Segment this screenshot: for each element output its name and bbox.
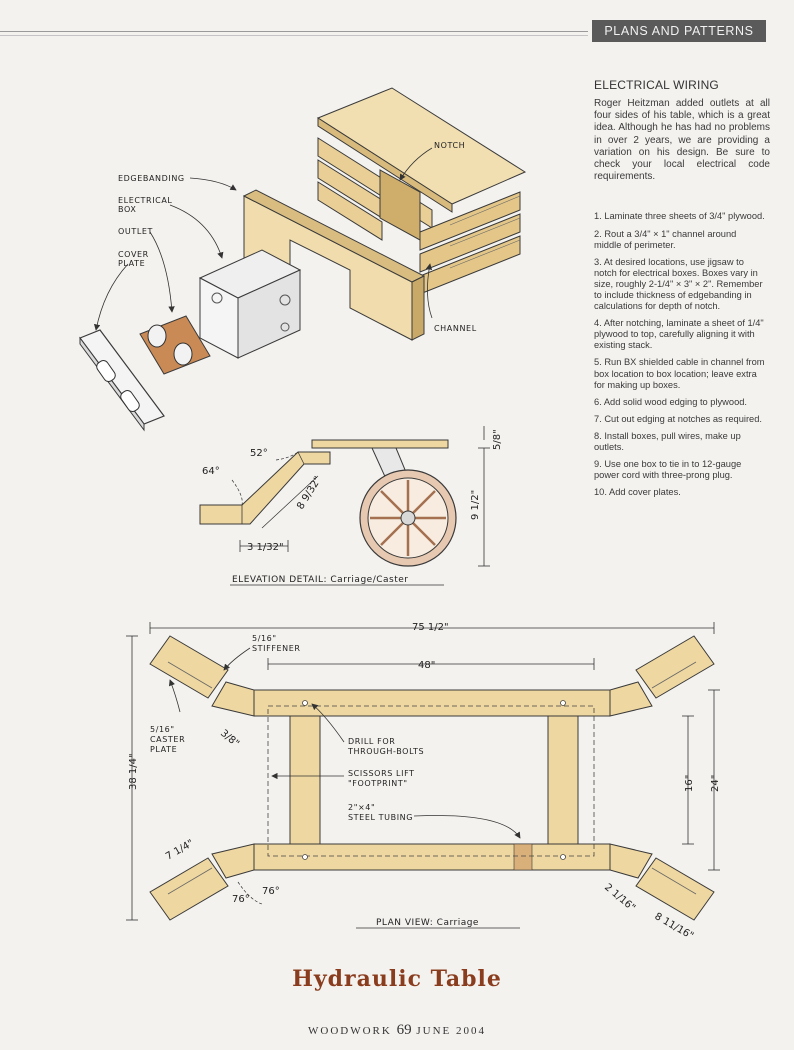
label-caster-plate: CASTER [150, 735, 185, 744]
step-item: 1. Laminate three sheets of 3/4" plywood… [594, 211, 765, 222]
bolt-holes [302, 700, 566, 860]
label-electrical-box: BOX [118, 205, 136, 214]
label-stiffener: 5/16" [252, 634, 277, 643]
elevation-caption: ELEVATION DETAIL: Carriage/Caster [232, 575, 408, 585]
dim-height: 9 1/2" [470, 490, 481, 520]
laminated-top [316, 87, 527, 295]
dim-top-plate: 5/8" [492, 429, 503, 450]
label-scissors-footprint: SCISSORS LIFT [348, 769, 415, 778]
page-title: Hydraulic Table [292, 966, 502, 992]
step-item: 7. Cut out edging at notches as required… [594, 413, 762, 424]
header-rule-secondary [0, 35, 588, 36]
sidebar-title: ELECTRICAL WIRING [594, 78, 719, 92]
caster-plate [149, 857, 229, 921]
page-footer: WOODWORK 69 JUNE 2004 [0, 1022, 794, 1039]
label-edgebanding: EDGEBANDING [118, 174, 185, 183]
steps-list: 1. Laminate three sheets of 3/4" plywood… [594, 211, 770, 498]
dim-bottom: 3 1/32" [247, 542, 284, 553]
label-caster-plate: PLATE [150, 745, 177, 754]
footer-issue: JUNE 2004 [416, 1025, 486, 1037]
caster-plate [149, 635, 229, 699]
electrical-box [198, 249, 302, 359]
cover-plate [79, 329, 165, 432]
label-stiffener: STIFFENER [252, 644, 301, 653]
label-caster-plate: 5/16" [150, 725, 175, 734]
wiring-exploded-view: EDGEBANDING ELECTRICAL BOX OUTLET COVER … [79, 87, 527, 432]
dim-offset: 3/8" [218, 728, 241, 750]
label-channel: CHANNEL [434, 324, 477, 333]
step-item: 10. Add cover plates. [594, 487, 681, 498]
sidebar-intro: Roger Heitzman added outlets at all four… [594, 98, 770, 183]
dim-angle-b: 76° [262, 886, 280, 897]
label-cover-plate: COVER [118, 250, 149, 259]
step-item: 8. Install boxes, pull wires, make up ou… [594, 430, 741, 453]
dim-leg-b: 2 1/16" [602, 882, 637, 914]
label-electrical-box: ELECTRICAL [118, 196, 172, 205]
label-scissors-footprint: "FOOTPRINT" [348, 779, 408, 788]
label-drill: THROUGH-BOLTS [347, 747, 424, 756]
label-notch: NOTCH [434, 141, 465, 150]
step-item: 4. After notching, laminate a sheet of 1… [594, 318, 764, 351]
caster-plate [635, 635, 715, 699]
footer-page-number: 69 [396, 1022, 412, 1038]
dim-overall-width: 38 1/4" [128, 753, 139, 790]
section-tab: PLANS AND PATTERNS [592, 20, 766, 42]
label-cover-plate: PLATE [118, 259, 145, 268]
header-rule [0, 31, 588, 32]
dim-inner-width-b: 24" [710, 775, 721, 792]
dim-angle-left: 64° [202, 466, 220, 477]
caster-plate [635, 857, 715, 921]
label-outlet: OUTLET [118, 227, 153, 236]
label-drill: DRILL FOR [348, 737, 395, 746]
edgebanding [242, 189, 426, 341]
plan-view: 75 1/2" 48" 38 1/4" 16" 24" 3/8" 7 1/4" … [126, 622, 721, 942]
dim-leg-a: 7 1/4" [164, 838, 196, 863]
step-item: 5. Run BX shielded cable in channel from… [594, 357, 765, 390]
dim-inner-width-a: 16" [684, 775, 695, 792]
footer-magazine: WOODWORK [308, 1025, 392, 1037]
label-steel-tubing: 2"×4" [348, 803, 375, 812]
step-item: 9. Use one box to tie in to 12-gauge pow… [594, 459, 742, 481]
step-item: 2. Rout a 3/4" × 1" channel around middl… [594, 228, 737, 250]
elevation-detail: 52° 64° 8 9/32" 3 1/32" 9 1/2" 5/8" ELEV… [199, 426, 503, 586]
outlet [139, 315, 211, 375]
dim-inner-length: 48" [418, 660, 435, 671]
dim-angle-a: 76° [232, 894, 250, 905]
dim-overall-length: 75 1/2" [412, 622, 449, 633]
label-steel-tubing: STEEL TUBING [348, 813, 413, 822]
plan-caption: PLAN VIEW: Carriage [376, 918, 479, 928]
sidebar: ELECTRICAL WIRING Roger Heitzman added o… [594, 78, 770, 504]
step-item: 6. Add solid wood edging to plywood. [594, 396, 747, 407]
step-item: 3. At desired locations, use jigsaw to n… [594, 256, 763, 312]
dim-angle-top: 52° [250, 448, 268, 459]
